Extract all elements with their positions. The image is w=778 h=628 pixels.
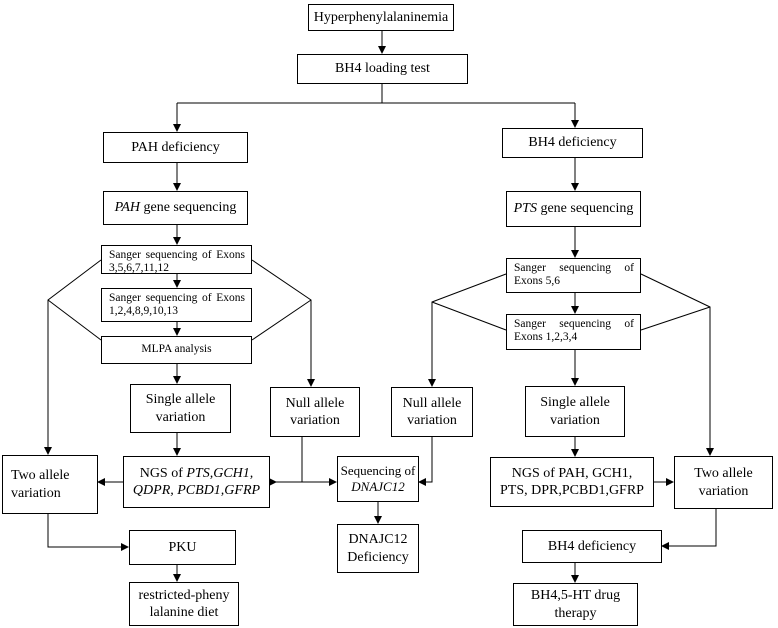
dnajc12-seq-gene: DNAJC12 <box>351 479 405 494</box>
dnajc12-seq-line1: Sequencing of <box>340 462 416 478</box>
pts-gene-name: PTS <box>513 201 537 217</box>
restricted-diet-box: restricted-pheny lalanine diet <box>129 582 239 626</box>
dnajc12-def-line1: DNAJC12 <box>348 532 408 547</box>
arrow-null-right-to-dnajc12 <box>418 437 433 486</box>
ngs-left-genes2: QDPR, PCBD1,GFRP <box>132 483 261 498</box>
null-allele-left-box: Null allele variation <box>270 387 360 437</box>
pah-gene-name: PAH <box>114 200 140 216</box>
line-mlpa-to-two-left <box>47 299 102 341</box>
ngs-left-box: NGS of PTS,GCH1, QDPR, PCBD1,GFRP <box>123 456 270 508</box>
arrow-sanger1-to-null-left <box>251 259 315 387</box>
sanger-pah-exons-1-box: Sanger sequencing of Exons 1,2,4,8,9,10,… <box>101 288 252 322</box>
bh4-5ht-drug-therapy-box: BH4,5-HT drug therapy <box>513 583 638 626</box>
sanger-pah-exons-3-box: Sanger sequencing of Exons 3,5,6,7,11,12 <box>101 245 252 274</box>
drug-line1: BH4,5-HT drug <box>530 588 621 603</box>
diet-line2: lalanine diet <box>149 605 219 620</box>
line-sanger-pts2-to-two-right <box>640 306 711 331</box>
ngs-right-line1: NGS of PAH, GCH1, <box>511 465 633 481</box>
drug-line2: therapy <box>554 605 597 621</box>
ngs-right-box: NGS of PAH, GCH1, PTS, DPR,PCBD1,GFRP <box>490 457 654 507</box>
single-allele-right-box: Single allele variation <box>525 386 625 437</box>
dnajc12-def-line2: Deficiency <box>347 549 409 565</box>
sanger-pts-exons-5-box: Sanger sequencing of Exons 5,6 <box>506 258 641 293</box>
pah-gene-sequencing-box: PAH gene sequencing <box>103 191 248 225</box>
dnajc12-deficiency-box: DNAJC12 Deficiency <box>337 524 419 573</box>
diet-line1: restricted-pheny <box>138 587 230 603</box>
arrow-two-right-to-bh4def <box>661 509 717 550</box>
single-allele-left-box: Single allele variation <box>130 384 231 433</box>
pts-seq-text: gene sequencing <box>536 201 634 217</box>
mlpa-analysis-box: MLPA analysis <box>101 336 252 364</box>
bh4-deficiency-bottom-box: BH4 deficiency <box>522 530 662 563</box>
arrow-sanger-pts1-to-null-right <box>428 273 507 387</box>
two-allele-right-box: Two allele variation <box>674 456 773 509</box>
bh4-deficiency-top-box: BH4 deficiency <box>502 128 643 158</box>
line-sanger-pts2-to-null-right <box>431 301 507 331</box>
bh4-loading-test-box: BH4 loading test <box>297 54 468 84</box>
pts-gene-sequencing-box: PTS gene sequencing <box>506 191 641 227</box>
ngs-left-line1: NGS of PTS,GCH1, <box>140 465 254 483</box>
ngs-left-genes1: PTS,GCH1, <box>186 465 254 481</box>
arrow-sanger-pts1-to-two-right <box>640 273 714 456</box>
ngs-left-prefix: NGS of <box>139 465 187 481</box>
two-allele-left-box: Two allele variation <box>2 455 98 514</box>
line-mlpa-to-null-left <box>251 299 312 341</box>
pku-box: PKU <box>129 530 236 565</box>
hyperphenylalaninemia-box: Hyperphenylalaninemia <box>308 4 454 31</box>
sequencing-dnajc12-box: Sequencing of DNAJC12 <box>337 456 419 502</box>
arrow-two-left-to-pku <box>47 514 129 551</box>
pah-deficiency-box: PAH deficiency <box>103 132 248 163</box>
arrow-sanger1-to-two-left <box>44 259 102 455</box>
null-allele-right-box: Null allele variation <box>391 387 473 437</box>
sanger-pts-exons-1-box: Sanger sequencing of Exons 1,2,3,4 <box>506 314 641 350</box>
pah-seq-text: gene sequencing <box>140 200 237 216</box>
ngs-right-line2: PTS, DPR,PCBD1,GFRP <box>500 483 644 498</box>
